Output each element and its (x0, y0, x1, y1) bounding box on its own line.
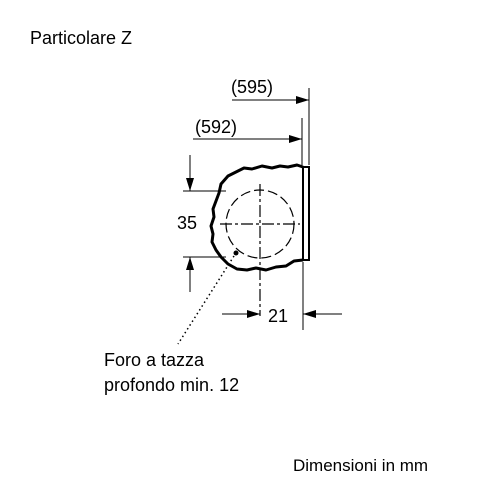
arrow-35-bottom (186, 257, 194, 270)
dimension-592-label: (592) (195, 117, 238, 137)
leader-dot (233, 250, 239, 256)
dimension-595-label: (595) (231, 77, 274, 97)
detail-title: Particolare Z (30, 28, 133, 48)
dimension-21-label: 21 (268, 306, 289, 326)
note-line-2: profondo min. 12 (104, 375, 240, 395)
dimension-35-label: 35 (177, 213, 198, 233)
arrow-35-top (186, 178, 194, 191)
arrow-592 (289, 135, 302, 143)
note-leader (177, 255, 235, 345)
panel-edge (302, 166, 310, 261)
arrow-21-left (247, 310, 260, 318)
note-line-1: Foro a tazza (104, 350, 205, 370)
arrow-595 (296, 96, 309, 104)
part-break-outline (209, 163, 304, 272)
arrow-21-right (303, 310, 316, 318)
units-label: Dimensioni in mm (293, 456, 429, 475)
